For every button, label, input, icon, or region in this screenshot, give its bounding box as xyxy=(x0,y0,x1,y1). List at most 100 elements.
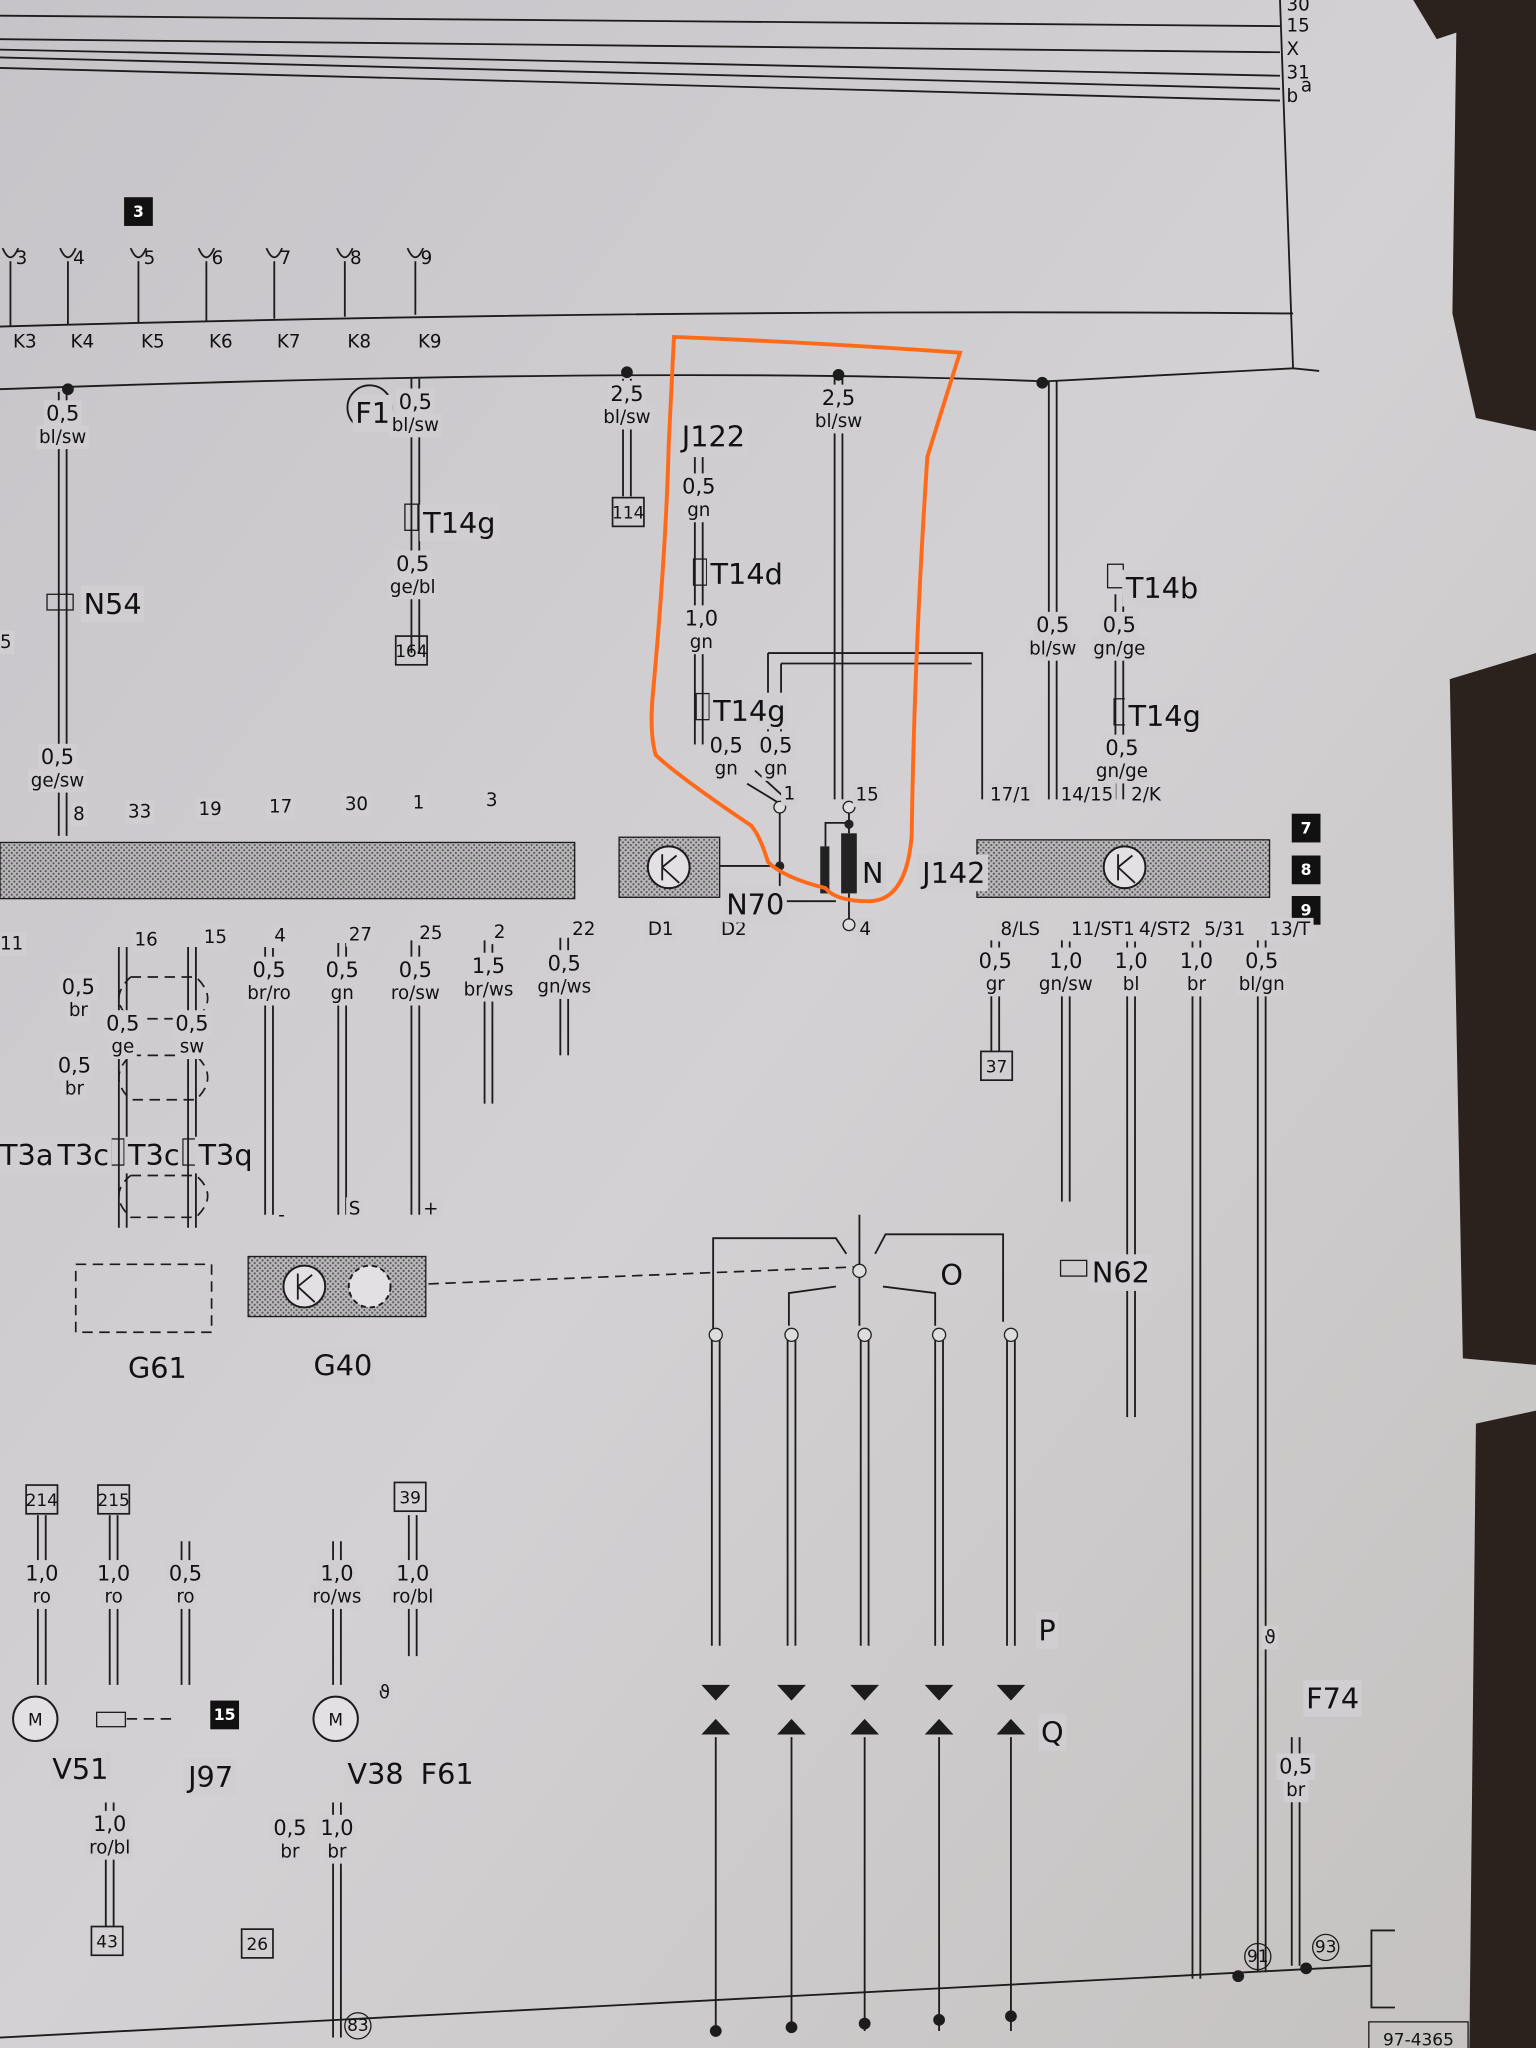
junction-dot xyxy=(858,2017,871,2030)
connector-arrow-down-icon xyxy=(996,1684,1026,1701)
label-background xyxy=(1068,917,1138,942)
wire-size-label: 1,0 xyxy=(93,1812,126,1836)
reference-box: 114 xyxy=(612,504,644,524)
connector-label: 8 xyxy=(350,248,362,269)
wire-size-label: 1,0 xyxy=(1049,949,1082,973)
label-background xyxy=(49,1750,112,1788)
component-label-o: O xyxy=(940,1258,963,1292)
control-module-bar xyxy=(0,841,576,900)
label-background xyxy=(1236,972,1288,997)
coil-core-icon xyxy=(820,846,830,894)
terminal-circle xyxy=(842,800,856,814)
wire-size-label: 0,5 xyxy=(396,552,429,576)
wire-color-label: gn/ge xyxy=(1096,761,1148,782)
sheet-marker-box xyxy=(210,1700,240,1730)
wire-color-label: br xyxy=(69,1000,89,1021)
wire-color-label: br/ro xyxy=(247,983,291,1004)
wire-color-label: gn/ge xyxy=(1093,638,1145,659)
label-background xyxy=(1035,1612,1059,1649)
g40-module xyxy=(247,1255,427,1318)
component-label-p: P xyxy=(1038,1613,1055,1647)
label-background xyxy=(600,405,654,430)
connector-label: 9 xyxy=(421,248,433,269)
wire-size-label: 0,5 xyxy=(41,745,74,769)
label-background xyxy=(266,795,295,819)
component-label-q: Q xyxy=(1041,1715,1064,1749)
label-background xyxy=(389,413,442,438)
wire-size-label: 0,5 xyxy=(58,1053,91,1077)
wire-color-label: br xyxy=(280,1841,300,1862)
pin-label: ϑ xyxy=(379,1682,390,1703)
label-background xyxy=(677,418,748,455)
valve-coil-icon xyxy=(46,593,74,611)
label-background xyxy=(1026,637,1080,661)
bus-terminal-label: 30 xyxy=(1287,0,1310,15)
label-background xyxy=(419,504,499,542)
pin-label: 14/15 xyxy=(1061,785,1114,806)
wire-color-label: br xyxy=(65,1079,85,1100)
label-background xyxy=(812,409,865,434)
wire-color-label: ro xyxy=(104,1587,122,1608)
wire-size-label: 0,5 xyxy=(682,475,715,499)
connector-arrow-up-icon xyxy=(850,1718,880,1735)
label-background xyxy=(417,1755,477,1793)
connector-block-icon xyxy=(692,558,708,586)
label-background xyxy=(819,384,858,412)
k-terminal-label: K5 xyxy=(141,331,165,352)
pin-label: 22 xyxy=(572,919,595,940)
label-background xyxy=(1136,917,1194,942)
wire-size-label: 0,5 xyxy=(169,1561,202,1585)
pin-label: 4/ST2 xyxy=(1139,919,1191,940)
component-label-n: N xyxy=(862,856,883,890)
label-background xyxy=(124,1136,183,1174)
terminal-circle xyxy=(784,1327,799,1343)
connector-icon xyxy=(59,247,77,259)
sheet-marker: 8 xyxy=(1301,860,1312,879)
wire-size-label: 2,5 xyxy=(822,386,855,410)
label-background xyxy=(1261,1625,1279,1650)
label-background xyxy=(30,1585,54,1609)
component-label-t3c_a: T3c xyxy=(56,1138,109,1172)
sheet-marker-box xyxy=(124,197,153,226)
label-background xyxy=(1046,947,1086,975)
component-label-j122: J122 xyxy=(680,420,745,454)
label-background xyxy=(324,1839,350,1864)
sheet-marker-box xyxy=(1291,813,1321,843)
label-background xyxy=(275,1203,288,1228)
wire-color-label: ge xyxy=(111,1037,134,1058)
label-background xyxy=(103,1010,142,1037)
wire-size-label: 0,5 xyxy=(273,1816,306,1840)
wire-size-label: 1,0 xyxy=(97,1561,130,1585)
label-background xyxy=(1089,1254,1153,1291)
circled-ref: 91 xyxy=(1247,1947,1269,1967)
sheet-marker-box xyxy=(1291,855,1321,885)
label-background xyxy=(682,605,721,632)
label-background xyxy=(328,981,357,1006)
component-label-g40: G40 xyxy=(313,1348,372,1382)
connector-block-icon xyxy=(695,692,710,721)
label-background xyxy=(131,928,161,952)
wire-color-label: bl/sw xyxy=(815,411,862,432)
label-background xyxy=(1038,1714,1067,1751)
label-background xyxy=(1090,637,1149,661)
connector-arrow-up-icon xyxy=(996,1718,1026,1735)
switch-pivot xyxy=(852,1263,867,1279)
junction-dot xyxy=(621,366,633,379)
label-background xyxy=(177,1035,207,1060)
label-background xyxy=(856,917,874,942)
label-background xyxy=(346,923,375,947)
wire-size-label: 0,5 xyxy=(399,390,432,414)
wire-size-label: 0,5 xyxy=(62,975,95,999)
wire-color-label: gn/ws xyxy=(537,977,591,998)
label-background xyxy=(712,757,741,781)
component-label-j142: J142 xyxy=(920,856,985,890)
bus-terminal-label: b xyxy=(1287,86,1299,107)
label-background xyxy=(244,981,294,1006)
drawing-number-frame xyxy=(1368,2021,1469,2048)
label-background xyxy=(1122,569,1201,607)
component-label-f61: F61 xyxy=(421,1757,474,1791)
component-label-n54: N54 xyxy=(84,587,142,621)
label-background xyxy=(1201,917,1248,942)
label-background xyxy=(645,917,677,942)
label-background xyxy=(396,388,435,416)
